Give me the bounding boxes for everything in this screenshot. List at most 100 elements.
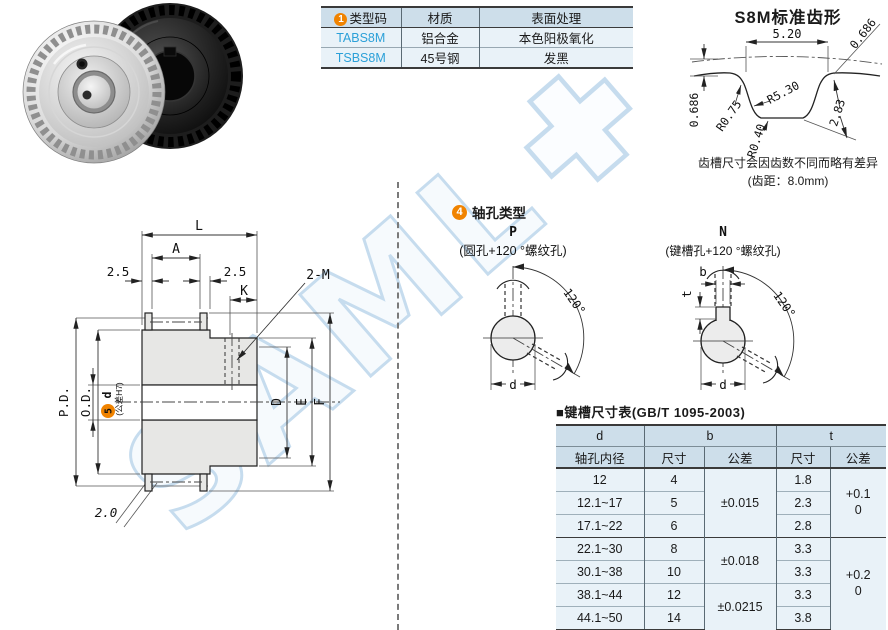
kw-b: 8 (643, 537, 704, 561)
kw-d: 12 (556, 467, 644, 492)
dim-r-flank: R5.30 (765, 78, 802, 107)
material-cell: 铝合金 (400, 27, 479, 48)
table-row: 44.1~50 14 3.8 (556, 606, 886, 630)
badge-1: 1 (334, 13, 348, 26)
tooth-profile-diagram: 5.20 0.686 0.686 R0.75 R5.30 R0.40 (687, 16, 883, 159)
finish-cell: 发黑 (478, 47, 633, 69)
kw-d: 22.1~30 (556, 537, 644, 561)
tooth-profile-section: S8M标准齿形 5.20 (687, 4, 888, 190)
kw-t: 3.3 (775, 537, 831, 561)
tooth-profile-title: S8M标准齿形 (734, 9, 842, 27)
kw-t: 3.3 (775, 583, 831, 607)
dim-K: K (240, 284, 248, 299)
dim-r-shoulder: R0.75 (713, 98, 744, 134)
section-divider (397, 182, 399, 630)
kw-d: 17.1~22 (556, 514, 644, 538)
kw-b-tol-group1: ±0.015 (703, 467, 777, 538)
kw-t: 2.3 (775, 491, 831, 515)
kw-d: 38.1~44 (556, 583, 644, 607)
dim-A: A (172, 242, 180, 257)
kw-t: 3.8 (775, 606, 831, 630)
table-row: 38.1~44 12 ±0.0215 3.3 (556, 583, 886, 630)
watermark: SAML (90, 34, 671, 568)
kw-d: 44.1~50 (556, 606, 644, 630)
bore-types-title: 4 轴孔类型 (452, 202, 526, 222)
tooth-profile-note: 齿槽尺寸会因齿数不同而略有差异 (齿距：8.0mm) (688, 154, 888, 190)
tol-lower: 0 (854, 503, 862, 517)
kw-b: 6 (643, 514, 704, 538)
table-row: 12 4 ±0.015 1.8 +0.1 0 (556, 467, 887, 538)
kw-b: 4 (643, 467, 704, 492)
dim-PD: P.D. (56, 387, 71, 417)
bore-type-p-diagram: P (圆孔+120 °螺纹孔) 120° d (459, 225, 588, 392)
dim-tooth-height: 2.83 (826, 97, 848, 128)
kw-d: 30.1~38 (556, 560, 644, 584)
kw-header-b-size: 尺寸 (643, 446, 704, 469)
bore-section (141, 384, 258, 421)
keyway-table-section: ■键槽尺寸表(GB/T 1095-2003) d b t 轴孔内径 尺寸 公差 … (556, 402, 888, 630)
dim-angle-n: 120° (770, 289, 798, 321)
bore-type-n-desc: (键槽孔+120 °螺纹孔) (665, 244, 780, 258)
finish-cell: 本色阳极氧化 (478, 27, 633, 48)
dim-F: F (313, 398, 328, 406)
dim-OD: O.D. (78, 387, 93, 417)
tooth-note-line1: 齿槽尺寸会因齿数不同而略有差异 (697, 156, 878, 170)
kw-header-t-size: 尺寸 (775, 446, 831, 469)
tol-lower: 0 (854, 584, 862, 598)
kw-b: 5 (643, 491, 704, 515)
kw-t: 3.3 (775, 560, 831, 584)
dim-E: E (295, 398, 310, 406)
badge-4: 4 (452, 204, 467, 220)
tol-upper: +0.1 (845, 487, 871, 502)
kw-header-t-tol: 公差 (829, 446, 887, 469)
table-row: 12.1~17 5 2.3 (556, 491, 886, 515)
table-row: 30.1~38 10 3.3 (556, 560, 886, 584)
tol-upper: +0.2 (845, 568, 871, 583)
dim-pitch-width: 5.20 (773, 27, 802, 41)
dim-depth-left: 0.686 (687, 93, 701, 128)
kw-header-t: t (775, 424, 887, 447)
bore-type-p-label: P (509, 225, 517, 240)
dim-flange-thickness: 2.0 (95, 505, 118, 520)
type-code: TABS8M (321, 27, 401, 48)
dim-L: L (195, 219, 203, 234)
type-table-header-material: 材质 (400, 6, 479, 28)
photo-silver-pulley (22, 20, 166, 164)
dim-tap: 2-M (306, 268, 330, 283)
bore-type-p-desc: (圆孔+120 °螺纹孔) (459, 244, 566, 258)
kw-t: 2.8 (775, 514, 831, 538)
dim-b-n: b (699, 264, 707, 279)
watermark-cross-logo (523, 73, 633, 183)
dim-flange-left: 2.5 (107, 264, 130, 279)
kw-header-d: d (556, 424, 644, 447)
table-row: 22.1~30 8 ±0.018 3.3 +0.2 0 (556, 537, 887, 630)
material-cell: 45号钢 (400, 47, 479, 69)
kw-d: 12.1~17 (556, 491, 644, 515)
kw-b-tol-group3: ±0.0215 (703, 583, 777, 630)
dim-D: D (270, 398, 285, 406)
dim-t-n: t (679, 290, 694, 298)
product-photos (22, 3, 243, 164)
bore-label: d (100, 391, 114, 398)
kw-b: 14 (643, 606, 704, 630)
tooth-note-line2: (齿距：8.0mm) (747, 174, 829, 188)
kw-b-tol-group2: ±0.018 (703, 537, 777, 584)
kw-header-b-tol: 公差 (703, 446, 777, 469)
table-row: 17.1~22 6 2.8 (556, 514, 886, 538)
pulley-cross-section-drawing: L A 2.5 2.5 K 2-M P.D. O.D. 5 d (公差H7) D… (56, 219, 340, 528)
keyway-table-title: ■键槽尺寸表(GB/T 1095-2003) (556, 405, 746, 420)
type-table-header-finish: 表面处理 (478, 6, 633, 28)
kw-t-tol-group1: +0.1 0 (829, 467, 887, 538)
table-row: TSBS8M 45号钢 发黑 (321, 47, 633, 69)
bore-types-title-text: 轴孔类型 (472, 206, 526, 221)
dim-flange-right: 2.5 (224, 264, 247, 279)
kw-t: 1.8 (775, 467, 831, 492)
kw-b: 10 (643, 560, 704, 584)
dim-d-n: d (719, 377, 727, 392)
keyway-table: d b t 轴孔内径 尺寸 公差 尺寸 公差 12 4 ±0.015 1.8 (556, 424, 887, 630)
kw-t-tol-group2: +0.2 0 (829, 537, 887, 630)
bore-type-n-label: N (719, 225, 727, 240)
